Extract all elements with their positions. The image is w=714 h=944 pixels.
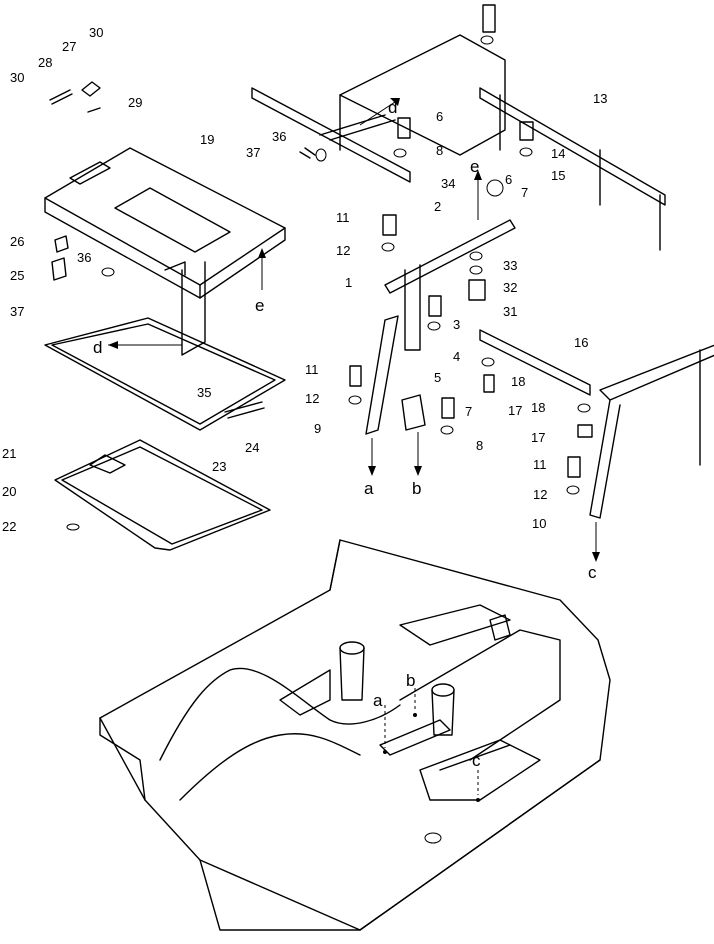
callout-5: 5: [434, 370, 441, 385]
callout-19: 19: [200, 132, 214, 147]
callout-30: 30: [10, 70, 24, 85]
letter-d: d: [93, 338, 102, 357]
callout-11: 11: [336, 210, 350, 225]
callout-18: 18: [531, 400, 545, 415]
callout-15: 15: [551, 168, 565, 183]
callout-21: 21: [2, 446, 16, 461]
callout-24: 24: [245, 440, 259, 455]
callout-9: 9: [314, 421, 321, 436]
letter-a: a: [373, 691, 383, 710]
callout-12: 12: [533, 487, 547, 502]
callout-36: 36: [77, 250, 91, 265]
callout-35: 35: [197, 385, 211, 400]
callout-7: 7: [521, 185, 528, 200]
letter-d: d: [388, 98, 397, 117]
callout-17: 17: [508, 403, 522, 418]
letter-e: e: [255, 296, 264, 315]
callout-3: 3: [453, 317, 460, 332]
callout-13: 13: [593, 91, 607, 106]
leader-lines: [108, 98, 600, 562]
callout-7: 7: [465, 404, 472, 419]
callout-11: 11: [305, 362, 319, 377]
callout-6: 6: [436, 109, 443, 124]
callout-26: 26: [10, 234, 24, 249]
letter-e: e: [470, 157, 479, 176]
callout-37: 37: [246, 145, 260, 160]
callout-22: 22: [2, 519, 16, 534]
callout-32: 32: [503, 280, 517, 295]
callout-18: 18: [511, 374, 525, 389]
callout-20: 20: [2, 484, 16, 499]
callout-25: 25: [10, 268, 24, 283]
letter-c: c: [472, 751, 481, 770]
callout-23: 23: [212, 459, 226, 474]
callout-labels: 1 2 3 4 5 6 6 7 7 8 8 9 10 11 11 11 12 1…: [2, 25, 607, 534]
callout-31: 31: [503, 304, 517, 319]
callout-29: 29: [128, 95, 142, 110]
callout-12: 12: [305, 391, 319, 406]
callout-1: 1: [345, 275, 352, 290]
letter-a: a: [364, 479, 374, 498]
callout-11: 11: [533, 457, 547, 472]
callout-8: 8: [436, 143, 443, 158]
callout-17: 17: [531, 430, 545, 445]
callout-36: 36: [272, 129, 286, 144]
callout-30: 30: [89, 25, 103, 40]
letter-c: c: [588, 563, 597, 582]
callout-12: 12: [336, 243, 350, 258]
callout-14: 14: [551, 146, 565, 161]
cover-assembly: [44, 81, 327, 551]
callout-10: 10: [532, 516, 546, 531]
callout-16: 16: [574, 335, 588, 350]
callout-6: 6: [505, 172, 512, 187]
base-frame: [99, 539, 611, 931]
letter-b: b: [406, 671, 415, 690]
connection-letters: a b c d d e e a b c: [93, 98, 597, 770]
callout-8: 8: [476, 438, 483, 453]
callout-2: 2: [434, 199, 441, 214]
callout-37: 37: [10, 304, 24, 319]
letter-b: b: [412, 479, 421, 498]
callout-28: 28: [38, 55, 52, 70]
callout-27: 27: [62, 39, 76, 54]
bracket-assembly: [251, 4, 714, 519]
callout-33: 33: [503, 258, 517, 273]
callout-34: 34: [441, 176, 455, 191]
callout-4: 4: [453, 349, 460, 364]
